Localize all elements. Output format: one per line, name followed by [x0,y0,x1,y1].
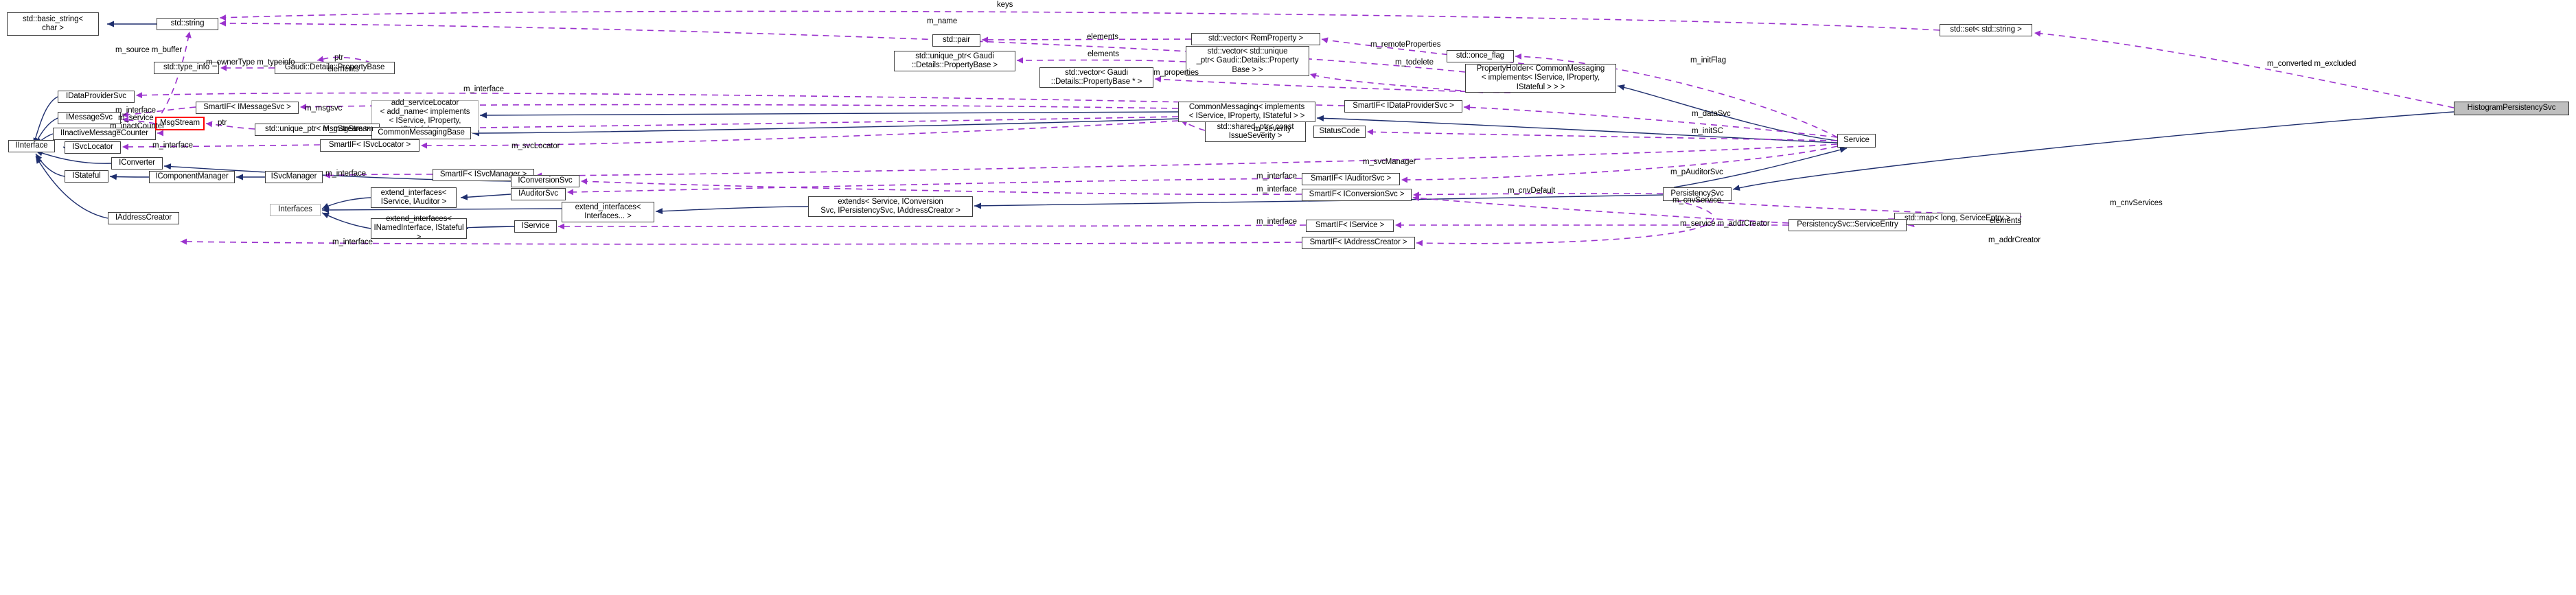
node-iconverter[interactable]: IConverter [111,157,163,170]
edge-label-m-interface-addresscreator: m_interface [332,238,373,246]
edge-label-ptr-propertybase: ptr [334,54,344,62]
node-istateful[interactable]: IStateful [65,170,108,183]
edge-label-m-remoteproperties: m_remoteProperties [1370,40,1441,49]
edge-label-m-interface-dataprovider: m_interface [463,85,504,93]
edge-label-m-cnvservice: m_cnvService [1672,196,1722,205]
node-propertyholder[interactable]: PropertyHolder< CommonMessaging < implem… [1465,64,1616,93]
node-msgstream[interactable]: MsgStream [155,117,205,130]
edge-label-m-initflag: m_initFlag [1690,56,1727,65]
node-commonmessagingbase[interactable]: CommonMessagingBase [371,127,471,139]
node-vector-remproperty[interactable]: std::vector< RemProperty > [1191,33,1320,45]
edge-label-m-interface-auditorsvc: m_interface [1256,172,1297,180]
edge-label-m-initsc: m_initSC [1692,127,1723,135]
node-smartif-iauditorsvc[interactable]: SmartIF< IAuditorSvc > [1302,173,1400,185]
edge-label-m-interface-conversionsvc: m_interface [1256,185,1297,194]
node-icomponentmanager[interactable]: IComponentManager [149,171,235,183]
edge-label-elements-unique-ptr: elements [1088,50,1119,58]
edge-label-m-addrcreator: m_addrCreator [1988,236,2041,244]
node-smartif-iservice[interactable]: SmartIF< IService > [1306,220,1394,232]
node-gaudi-details-propertybase[interactable]: Gaudi::Details::PropertyBase [275,62,395,74]
edge-label-m-svclocator: m_svcLocator [511,142,560,150]
edge-label-m-severity: m_severity [1254,125,1291,133]
edge-label-keys: keys [997,1,1013,9]
edge-label-m-msgsvc: m_msgsvc [305,104,343,113]
node-commonmessaging[interactable]: CommonMessaging< implements < IService, … [1178,102,1315,122]
edge-label-m-todelete: m_todelete [1395,58,1434,67]
node-isvcmanager[interactable]: ISvcManager [265,171,323,183]
node-imessagesvc[interactable]: IMessageSvc [58,112,121,124]
node-iconversionsvc[interactable]: IConversionSvc [511,175,579,187]
edge-label-m-service: m_service [118,114,154,122]
edge-label-m-datasvc: m_dataSvc [1692,110,1731,118]
node-smartif-idataprovidersvc[interactable]: SmartIF< IDataProviderSvc > [1344,100,1462,113]
node-smartif-iaddresscreator[interactable]: SmartIF< IAddressCreator > [1302,237,1415,249]
edge-label-m-interface-svclocator: m_interface [152,141,193,150]
node-iservice[interactable]: IService [514,220,557,233]
node-statuscode[interactable]: StatusCode [1313,126,1366,138]
node-smartif-isvclocator[interactable]: SmartIF< ISvcLocator > [320,139,419,152]
edge-label-m-cnvdefault: m_cnvDefault [1508,187,1556,195]
edge-label-m-interface-messagesvc: m_interface [115,106,156,115]
node-extend-interfaces-variadic[interactable]: extend_interfaces< Interfaces... > [562,202,654,222]
node-std-basic-string[interactable]: std::basic_string< char > [7,12,99,36]
edge-label-elements-map: elements [1990,217,2021,225]
edge-label-m-ownertype-m-typeinfo: m_ownerType m_typeinfo [206,58,295,67]
node-persistencysvc-serviceentry[interactable]: PersistencySvc::ServiceEntry [1789,219,1907,231]
node-vector-unique-ptr-propertybase[interactable]: std::vector< std::unique _ptr< Gaudi::De… [1186,46,1309,76]
edge-label-m-properties: m_properties [1153,69,1199,77]
node-extend-interfaces-iservice-iauditor[interactable]: extend_interfaces< IService, IAuditor > [371,187,457,208]
usage-edge-group [122,10,2454,246]
edge-label-m-source-m-buffer: m_source m_buffer [115,46,183,54]
node-iinactivemessagecounter[interactable]: IInactiveMessageCounter [53,128,156,140]
node-shared-ptr-issueseverity[interactable]: std::shared_ptr< const IssueSeverity > [1205,121,1306,142]
node-map-long-serviceentry[interactable]: std::map< long, ServiceEntry > [1894,213,2021,225]
node-std-set-string[interactable]: std::set< std::string > [1940,24,2032,36]
edge-label-m-name: m_name [927,17,958,25]
edge-label-m-converted-m-excluded: m_converted m_excluded [2267,60,2356,68]
node-unique-ptr-msgstream[interactable]: std::unique_ptr< MsgStream > [255,124,380,136]
node-isvclocator[interactable]: ISvcLocator [65,141,121,154]
node-iinterface[interactable]: IInterface [8,140,55,152]
node-std-once-flag[interactable]: std::once_flag [1447,50,1514,62]
edge-label-m-cnvservices: m_cnvServices [2110,199,2163,207]
node-smartif-imessagesvc[interactable]: SmartIF< IMessageSvc > [196,102,299,114]
node-smartif-iconversionsvc[interactable]: SmartIF< IConversionSvc > [1302,189,1412,201]
node-iauditorsvc[interactable]: IAuditorSvc [511,188,566,200]
node-std-type-info[interactable]: std::type_info [154,62,219,74]
edge-label-m-service-m-addrcreator: m_service m_addrCreator [1680,220,1770,228]
edge-label-m-interface-iservice: m_interface [1256,218,1297,226]
node-unique-ptr-propertybase[interactable]: std::unique_ptr< Gaudi ::Details::Proper… [894,51,1015,71]
edge-label-elements-propertybase: elements [327,65,359,73]
node-histogrampersistencysvc[interactable]: HistogramPersistencySvc [2454,102,2569,115]
node-extend-interfaces-inamedinterface-istateful[interactable]: extend_interfaces< INamedInterface, ISta… [371,215,467,242]
edge-label-m-msgstream: m_msgStream [323,125,373,133]
node-vector-propertybase-ptr[interactable]: std::vector< Gaudi ::Details::PropertyBa… [1039,67,1153,88]
node-extends-service-iconversionsvc[interactable]: extends< Service, IConversion Svc, IPers… [808,196,973,217]
node-persistencysvc[interactable]: PersistencySvc [1663,187,1732,201]
node-std-string[interactable]: std::string [157,18,218,30]
edge-label-elements-pair: elements [1087,33,1118,41]
node-interfaces[interactable]: Interfaces [270,204,321,216]
node-smartif-isvcmanager[interactable]: SmartIF< ISvcManager > [433,169,534,181]
node-service[interactable]: Service [1837,134,1876,148]
edge-label-ptr-msgstream: ptr [218,119,227,127]
edge-label-m-pauditorsvc: m_pAuditorSvc [1670,168,1723,176]
node-iaddresscreator[interactable]: IAddressCreator [108,212,179,224]
edge-label-m-inactcounter: m_inactCounter [110,122,165,130]
edge-label-m-svcmanager: m_svcManager [1363,158,1416,166]
node-std-pair[interactable]: std::pair [932,34,980,47]
edge-label-m-interface-svcmanager: m_interface [325,170,366,178]
node-idataprovidersvc[interactable]: IDataProviderSvc [58,91,135,103]
